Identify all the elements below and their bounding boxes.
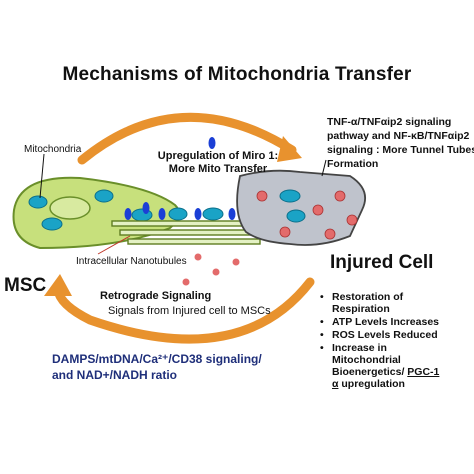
miro1-marker (208, 137, 216, 149)
retrograde-signals (182, 253, 240, 286)
retrograde-caption: Retrograde Signaling (100, 290, 212, 302)
damaged-mitochondria (256, 190, 358, 240)
miro1-markers (124, 137, 236, 220)
healthy-mitochondria (28, 189, 224, 231)
outcome-text: α upregulation (332, 378, 470, 390)
tnf-caption-line3: signaling : More Tunnel Tubes (327, 144, 474, 156)
outcome-text: ROS Levels Reduced (332, 329, 438, 341)
msc-cell (12, 176, 180, 250)
miro1-marker (142, 202, 150, 214)
damaged-mito (256, 190, 268, 202)
nanotubule (127, 238, 261, 245)
injured-cell (236, 169, 366, 246)
healthy-mito (168, 207, 188, 221)
pgc1-link-text: PGC-1 (407, 366, 440, 378)
transfer-arrowhead (277, 136, 302, 162)
outcome-text-part: Bioenergetics/ (332, 366, 408, 378)
damaged-mito (324, 228, 336, 240)
outcome-text: Respiration (332, 303, 390, 315)
nanotubule (111, 220, 261, 227)
miro1-caption-line1: Upregulation of Miro 1: (157, 150, 279, 162)
nanotubules-label: Intracellular Nanotubules (76, 256, 187, 267)
diagram-title: Mechanisms of Mitochondria Transfer (62, 64, 412, 85)
outcome-text: ATP Levels Increases (332, 316, 440, 328)
msc-label: MSC (4, 275, 47, 296)
alpha-text: α (332, 378, 339, 390)
transfer-arrow (77, 112, 297, 165)
tnf-leader (321, 159, 327, 177)
retrograde-arrowhead (44, 274, 72, 296)
signal-dot (232, 258, 240, 266)
outcome-text: Bioenergetics/ PGC-1 (332, 366, 470, 378)
retrograde-arrow (53, 277, 315, 344)
damaged-mito (279, 226, 291, 238)
miro1-caption: Upregulation of Miro 1: More Mito Transf… (143, 150, 293, 176)
signal-dot (194, 253, 202, 261)
nanotubules (111, 220, 261, 245)
tnf-caption-line4: Formation (327, 158, 379, 170)
injured-cell-mitochondria (279, 189, 306, 223)
outcome-text: Restoration of (332, 291, 404, 303)
damps-caption-line1: DAMPS/mtDNA/Ca²⁺/CD38 signaling/ (52, 352, 262, 366)
miro1-marker (158, 208, 166, 220)
healthy-mito (94, 189, 114, 203)
healthy-mito (28, 195, 48, 209)
signal-dot (182, 278, 190, 286)
outcome-item: ROS Levels Reduced (320, 329, 470, 341)
outcome-text: Increase in (332, 342, 387, 354)
transferred-mito (286, 209, 306, 223)
signal-dot (212, 268, 220, 276)
mitochondria-leader (39, 153, 45, 199)
healthy-mito (202, 207, 224, 221)
damaged-mito (334, 190, 346, 202)
signals-caption: Signals from Injured cell to MSCs (108, 305, 271, 317)
damaged-mito (346, 214, 358, 226)
nanotubules-leader (97, 235, 131, 255)
healthy-mito (41, 217, 63, 231)
tnf-caption: TNF-α/TNFαip2 signaling pathway and NF-κ… (327, 115, 474, 171)
miro1-caption-line2: More Mito Transfer (168, 163, 268, 175)
miro1-marker (228, 208, 236, 220)
outcome-list: Restoration of Respiration ATP Levels In… (320, 291, 470, 391)
msc-nucleus (49, 196, 91, 220)
damaged-mito (312, 204, 324, 216)
miro1-marker (194, 208, 202, 220)
mitochondria-label: Mitochondria (24, 144, 82, 155)
outcome-text-part: upregulation (338, 378, 405, 390)
outcome-item: ATP Levels Increases (320, 316, 470, 328)
transferred-mito (279, 189, 301, 203)
tnf-caption-line2: pathway and NF-κB/TNFαip2 (327, 130, 470, 142)
outcome-text: Mitochondrial (332, 354, 401, 366)
outcome-item: Restoration of Respiration (320, 291, 470, 315)
injured-cell-label: Injured Cell (330, 252, 434, 273)
damps-caption: DAMPS/mtDNA/Ca²⁺/CD38 signaling/ and NAD… (52, 351, 262, 383)
nanotubule (119, 229, 261, 236)
tnf-caption-line1: TNF-α/TNFαip2 signaling (327, 116, 452, 128)
outcome-item: Increase in Mitochondrial Bioenergetics/… (320, 342, 470, 390)
damps-caption-line2: and NAD+/NADH ratio (52, 368, 178, 382)
miro1-marker (124, 208, 132, 220)
